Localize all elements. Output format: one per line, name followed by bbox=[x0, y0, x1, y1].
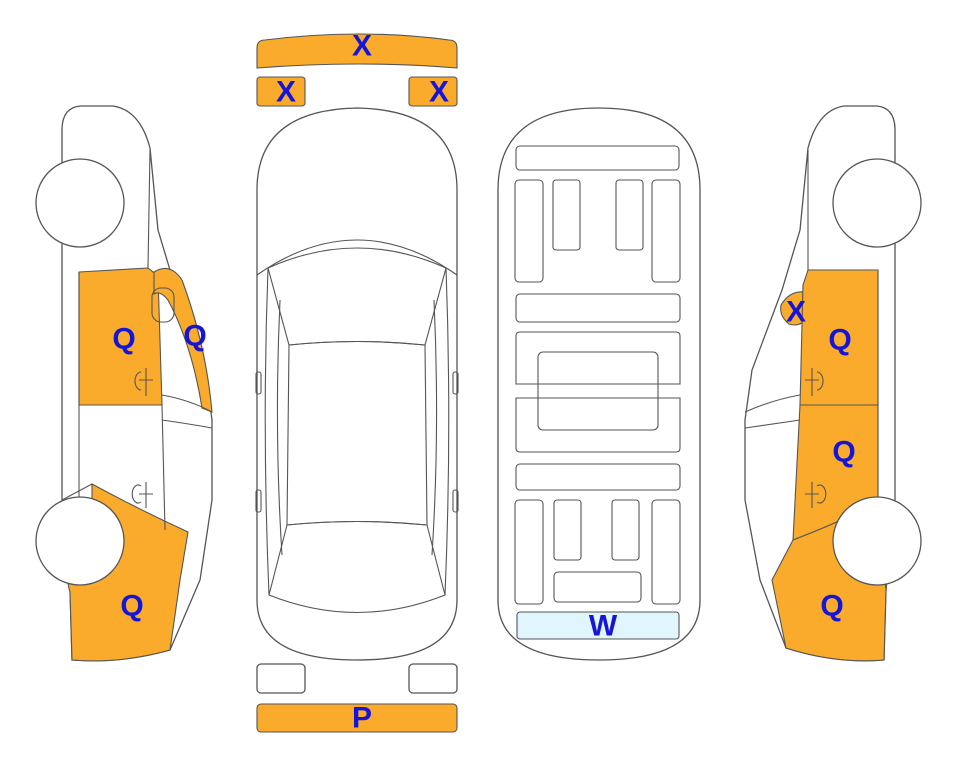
label-right-rear-quarter: Q bbox=[820, 590, 843, 623]
label-front-right-light: X bbox=[429, 76, 449, 109]
rear-bumper-panel[interactable] bbox=[256, 703, 458, 733]
label-front-left-light: X bbox=[276, 76, 296, 109]
right-rear-wheel[interactable] bbox=[832, 496, 922, 586]
label-left-a-pillar: Q bbox=[183, 320, 206, 353]
car-right-side-view bbox=[744, 105, 922, 662]
label-left-rear-quarter: Q bbox=[120, 590, 143, 623]
front-right-light-panel[interactable] bbox=[408, 76, 458, 107]
rear-right-light-panel[interactable] bbox=[408, 663, 458, 694]
label-right-rear-door: Q bbox=[832, 436, 855, 469]
car-left-side-view bbox=[35, 105, 213, 662]
label-rear-bumper: P bbox=[352, 702, 372, 735]
label-right-front-door: Q bbox=[828, 324, 851, 357]
label-left-front-door: Q bbox=[112, 323, 135, 356]
top-body-outline bbox=[256, 107, 458, 661]
label-right-a-pillar: X bbox=[786, 296, 806, 329]
left-rear-wheel[interactable] bbox=[35, 496, 125, 586]
damage-labels: X X X P Q Q Q X Q Q Q W bbox=[112, 30, 855, 735]
front-parts bbox=[256, 33, 458, 107]
label-front-bumper: X bbox=[352, 30, 372, 63]
car-interior-view bbox=[497, 107, 701, 661]
label-rear-window: W bbox=[589, 610, 618, 643]
top-rear-window[interactable] bbox=[268, 520, 446, 614]
rear-window-panel[interactable] bbox=[516, 611, 680, 640]
rear-parts bbox=[256, 663, 458, 733]
right-front-wheel[interactable] bbox=[832, 158, 922, 248]
front-left-light-panel[interactable] bbox=[256, 76, 306, 107]
car-top-view bbox=[255, 107, 459, 661]
left-front-wheel[interactable] bbox=[35, 158, 125, 248]
front-bumper-panel[interactable] bbox=[256, 33, 458, 69]
rear-left-light-panel[interactable] bbox=[256, 663, 306, 694]
